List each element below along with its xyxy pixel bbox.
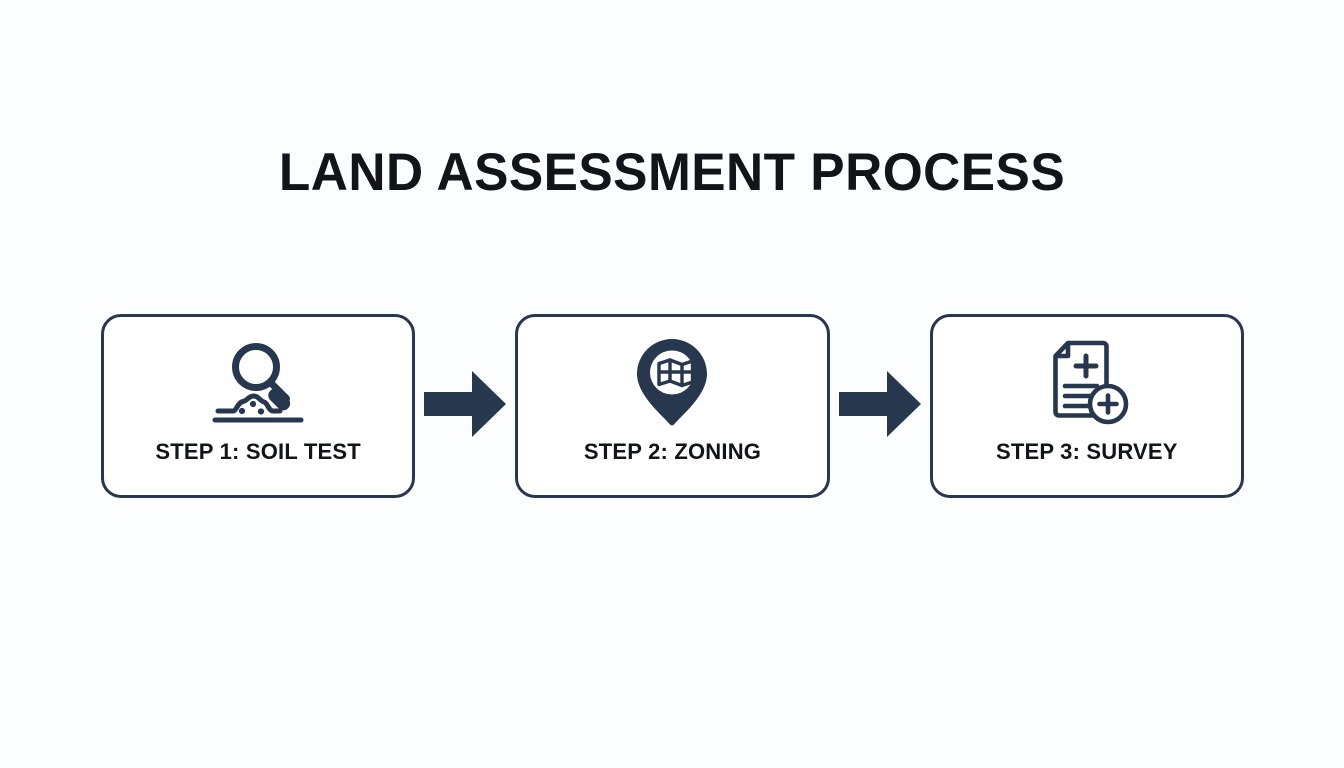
arrow-right-icon (424, 370, 507, 442)
step-card-3-label: STEP 3: SURVEY (995, 439, 1178, 464)
step-card-1[interactable]: STEP 1: SOIL TEST (101, 314, 416, 498)
step-card-2[interactable]: STEP 2: ZONING (515, 314, 830, 498)
document-plus-icon (1043, 339, 1131, 425)
map-pin-icon (632, 339, 712, 426)
connector-2 (830, 370, 930, 442)
connector-1 (415, 370, 515, 442)
magnifier-soil-icon (206, 339, 310, 425)
step-card-3[interactable]: STEP 3: SURVEY (929, 314, 1244, 498)
step-card-2-label: STEP 2: ZONING (583, 439, 762, 464)
arrow-right-icon (838, 370, 921, 442)
step-card-1-label: STEP 1: SOIL TEST (155, 439, 361, 464)
page-title: LAND ASSESSMENT PROCESS (278, 143, 1066, 202)
process-flow: STEP 1: SOIL TEST (101, 313, 1244, 499)
